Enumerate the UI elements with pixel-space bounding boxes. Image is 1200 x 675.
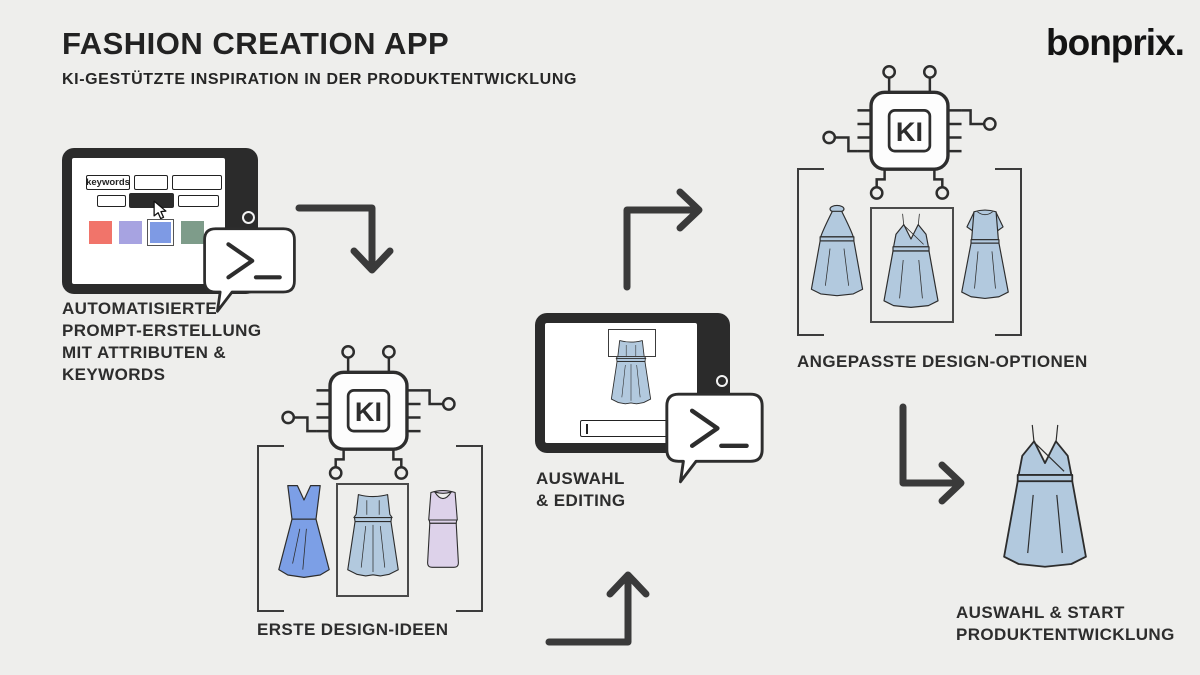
cursor-icon	[153, 200, 167, 220]
editor-dress-icon	[610, 340, 652, 405]
keyword-slot-4	[97, 195, 126, 207]
flow-arrow-4	[899, 403, 962, 487]
page-title: FASHION CREATION APP	[62, 26, 450, 61]
ki-chip-label: KI	[355, 396, 382, 427]
text-cursor	[586, 424, 588, 434]
dress-final-icon	[1003, 424, 1087, 568]
color-swatch-sage	[181, 221, 204, 244]
dress-wrap-icon	[883, 213, 939, 308]
terminal-bubble-icon-1	[203, 227, 296, 313]
ki-chip-icon-2: KI	[822, 65, 997, 200]
flow-arrow-3	[623, 206, 700, 291]
tablet-keywords: keywords	[62, 148, 258, 294]
dress-shortsleeve-icon	[961, 209, 1009, 300]
keyword-chip: keywords	[86, 175, 130, 190]
camera-dot-icon	[242, 211, 255, 224]
page-subtitle: KI-GESTÜTZTE INSPIRATION IN DER PRODUKTE…	[62, 71, 578, 88]
flow-arrow-1-head	[350, 247, 394, 274]
color-swatch-lavender	[119, 221, 142, 244]
keyword-slot-6	[178, 195, 219, 207]
step5-label: AUSWAHL & START PRODUKTENTWICKLUNG	[956, 603, 1175, 644]
camera-dot-icon-2	[716, 375, 728, 387]
selection-frame-1	[336, 483, 409, 597]
prompt-chevron-icon-2	[689, 408, 720, 448]
keyword-slot-3	[172, 175, 222, 190]
bracket-left-2	[797, 168, 824, 336]
keyword-slot-2	[134, 175, 168, 190]
bracket-right-1	[456, 445, 483, 612]
step3-label: AUSWAHL & EDITING	[536, 469, 626, 510]
flow-arrow-4-head	[938, 461, 965, 505]
brand-logo: bonprix.	[1046, 22, 1185, 63]
color-swatch-blue-selected	[147, 219, 174, 246]
selection-frame-2	[870, 207, 954, 323]
step4-label: ANGEPASSTE DESIGN-OPTIONEN	[797, 352, 1088, 371]
step2-label: ERSTE DESIGN-IDEEN	[257, 620, 449, 639]
dress-halter-icon	[810, 204, 864, 297]
selection-marquee	[608, 329, 656, 357]
color-swatch-salmon	[89, 221, 112, 244]
bracket-right-2	[995, 168, 1022, 336]
flow-arrow-2-head	[606, 571, 650, 598]
flow-arrow-3-head	[676, 188, 703, 232]
dress-vneck-icon	[278, 485, 330, 578]
keyword-chip-selected	[129, 193, 174, 208]
ki-chip-label-2: KI	[896, 116, 923, 147]
dress-sheath-icon	[427, 490, 459, 568]
ki-chip-icon-1: KI	[281, 345, 456, 480]
tablet-screen: keywords	[72, 158, 225, 284]
bracket-left-1	[257, 445, 284, 612]
prompt-chevron-icon	[226, 242, 255, 280]
step1-label: AUTOMATISIERTE PROMPT-ERSTELLUNG MIT ATT…	[62, 299, 262, 384]
flow-arrow-2	[545, 574, 632, 646]
terminal-bubble-icon-2	[665, 392, 764, 484]
flow-arrow-1	[295, 204, 376, 272]
dress-strapless-icon	[347, 494, 399, 577]
